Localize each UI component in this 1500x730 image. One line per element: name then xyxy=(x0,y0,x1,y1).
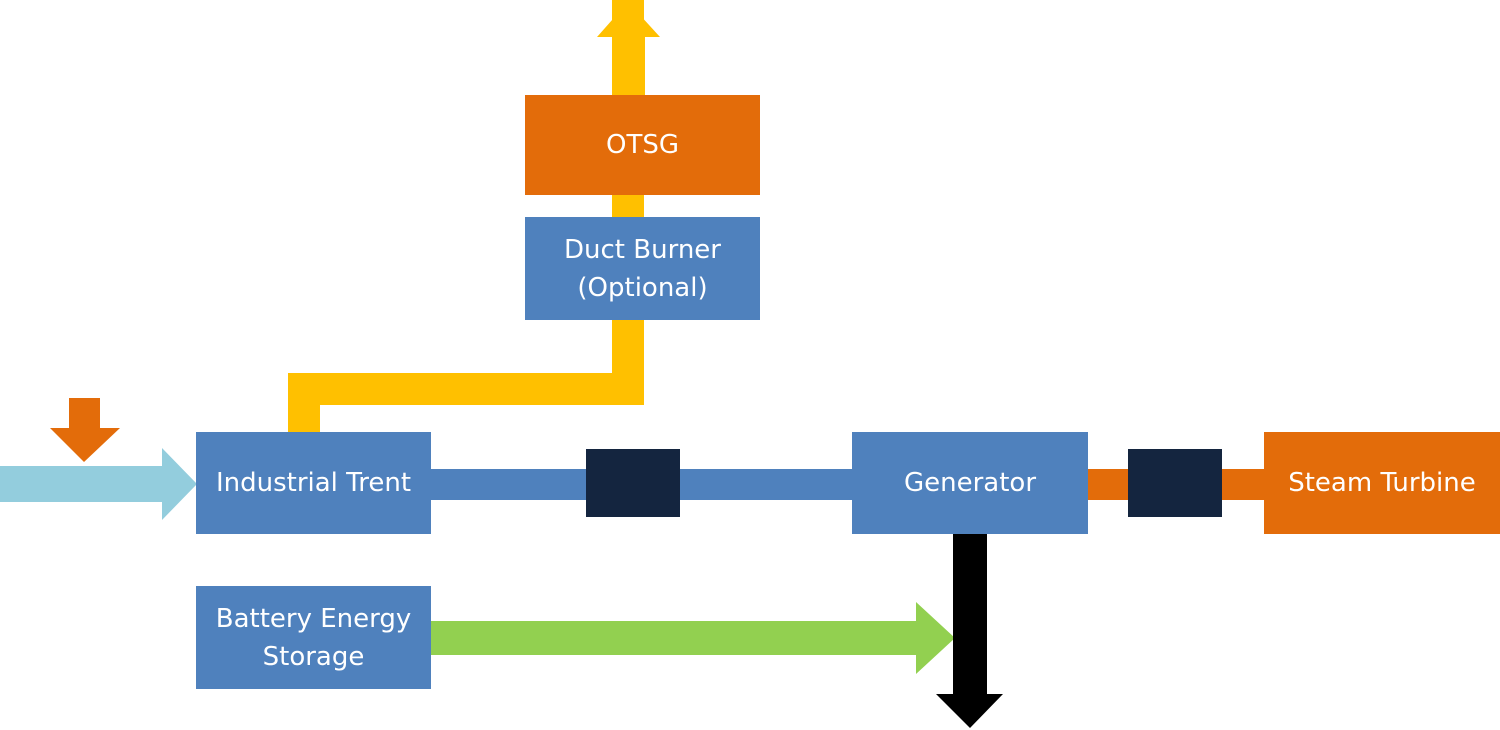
gas-turbine-coupling xyxy=(586,449,680,517)
duct-burner-optional-label: (Optional) xyxy=(577,272,708,303)
steam-turbine-coupling xyxy=(1128,449,1222,517)
industrial-trent-label: Industrial Trent xyxy=(215,468,412,498)
exhaust-outlet-arrow xyxy=(597,2,660,95)
battery-energy-storage-box: Battery Energy Storage xyxy=(196,586,431,689)
generator-box: Generator xyxy=(852,432,1088,534)
generator-label: Generator xyxy=(903,468,1037,498)
otsg-label: OTSG xyxy=(606,130,679,160)
air-inlet-arrow xyxy=(0,448,197,520)
duct-burner-box: Duct Burner (Optional) xyxy=(525,217,760,320)
industrial-trent-box: Industrial Trent xyxy=(196,432,431,534)
steam-turbine-box: Steam Turbine xyxy=(1264,432,1500,534)
fuel-inlet-arrow xyxy=(50,398,120,462)
battery-storage-label: Storage xyxy=(262,641,365,672)
battery-label: Battery Energy xyxy=(215,603,412,634)
power-export-arrow xyxy=(936,533,1003,728)
exhaust-flow-path xyxy=(288,0,644,432)
duct-burner-label: Duct Burner xyxy=(564,234,721,265)
otsg-box: OTSG xyxy=(525,95,760,195)
battery-power-arrow xyxy=(431,602,955,674)
steam-turbine-label: Steam Turbine xyxy=(1288,468,1476,498)
